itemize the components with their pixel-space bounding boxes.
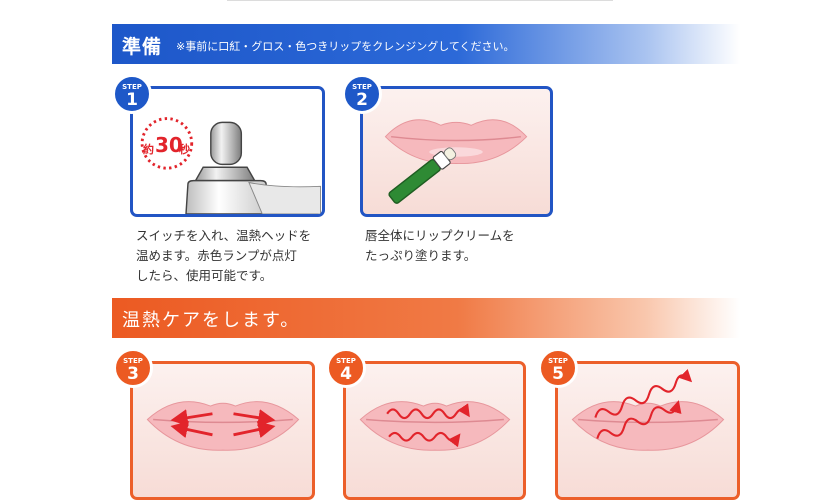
prep-note: ※事前に口紅・グロス・色つきリップをクレンジングしてください。 xyxy=(176,40,515,53)
step-3-badge: STEP 3 xyxy=(113,348,153,388)
prep-banner: 準備 ※事前に口紅・グロス・色つきリップをクレンジングしてください。 xyxy=(112,24,740,64)
step-1-caption: スイッチを入れ、温熱ヘッドを 温めます。赤色ランプが点灯 したら、使用可能です。 xyxy=(136,228,312,283)
step-2-card xyxy=(360,86,553,217)
step-1-badge: STEP 1 xyxy=(112,74,152,114)
step-4-badge: STEP 4 xyxy=(326,348,366,388)
step-3-number: 3 xyxy=(127,364,139,384)
lip-loop-strokes-illustration xyxy=(571,368,725,451)
step-2-badge: STEP 2 xyxy=(342,74,382,114)
care-title: 温熱ケアをします。 xyxy=(122,310,301,331)
step-5-badge: STEP 5 xyxy=(538,348,578,388)
care-banner: 温熱ケアをします。 xyxy=(112,298,740,338)
step-2-number: 2 xyxy=(356,90,368,110)
step-5-number: 5 xyxy=(552,364,564,384)
lip-outward-strokes-illustration xyxy=(146,401,300,451)
step-3-card xyxy=(130,361,315,500)
step-4-card xyxy=(343,361,526,500)
lip-circle-strokes-illustration xyxy=(359,401,511,451)
seal-prefix: 約 xyxy=(143,143,154,156)
heater-illustration xyxy=(140,117,322,214)
top-divider xyxy=(227,0,613,1)
step-1-number: 1 xyxy=(126,90,138,110)
step-5-card xyxy=(555,361,740,500)
seal-suffix: 秒 xyxy=(179,143,190,156)
lip-balm-illustration xyxy=(384,119,528,204)
step-4-number: 4 xyxy=(340,364,352,384)
prep-title: 準備 xyxy=(122,36,163,58)
step-1-card: 約 30 秒 xyxy=(130,86,325,217)
step-2-caption: 唇全体にリップクリームを たっぷり塗ります。 xyxy=(365,228,515,263)
seal-number: 30 xyxy=(155,133,183,157)
